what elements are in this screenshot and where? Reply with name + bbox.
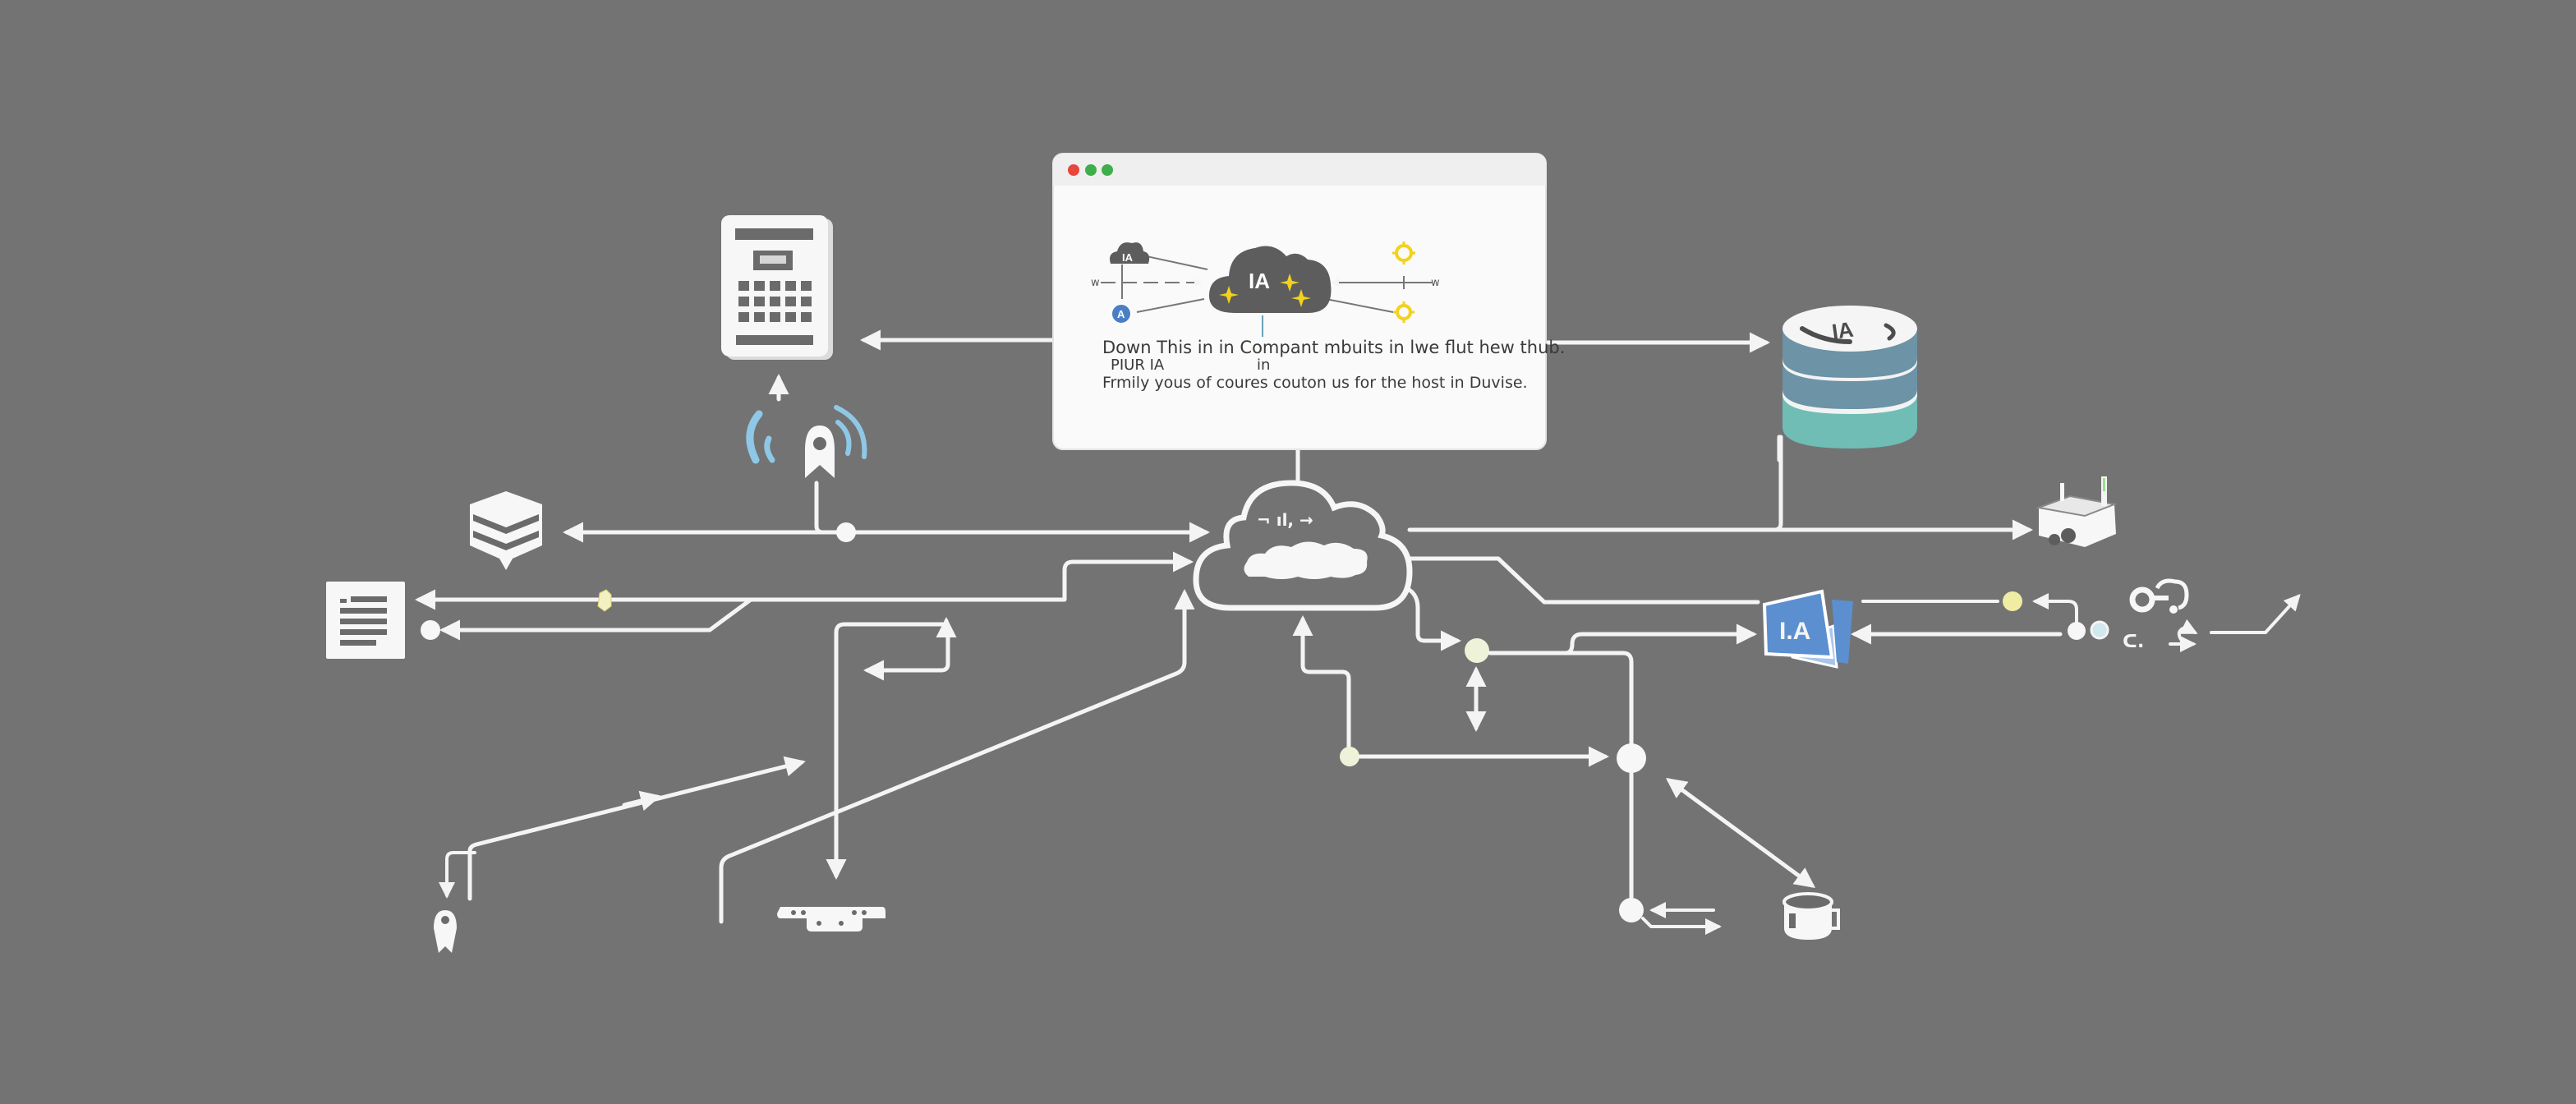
blue-node-label: A: [1117, 308, 1125, 320]
split-arrow-icon: [2169, 619, 2198, 652]
wire-long-diagonal: [467, 756, 806, 901]
junction-white-main: [1617, 743, 1646, 773]
wire-document-row1: [415, 551, 1194, 610]
wire-left-step-up: [936, 617, 957, 637]
wire-hub-to-robot: [1407, 435, 1783, 532]
hub-cloud-icon[interactable]: ¬ ıl, →: [1193, 480, 1413, 611]
traffic-light-minimize[interactable]: [1085, 164, 1097, 176]
junction-yellow: [2003, 591, 2022, 611]
document-icon[interactable]: [326, 582, 405, 659]
junction-cyan: [2090, 620, 2109, 640]
blue-node-icon: A: [1111, 303, 1132, 324]
right-edge-label: w: [1431, 277, 1440, 289]
sparkle-icon: [1219, 286, 1239, 304]
hub-inner-cloud: [1244, 541, 1368, 579]
sun-icon: [1393, 301, 1414, 323]
junction-white-right: [2068, 622, 2086, 640]
device-icon[interactable]: [2036, 476, 2118, 547]
wire-pin-down: [814, 481, 826, 535]
sparkle-icon: [1291, 289, 1311, 307]
wire-diag-mid-arrow: [622, 790, 661, 811]
wire-junction-to-stack: [1488, 623, 1757, 656]
wire-document-row2: [439, 597, 753, 641]
wire-junction-to-node: [1563, 651, 1634, 750]
bottom-right-glyph: ᑕ.: [2123, 632, 2144, 652]
container-cup-icon[interactable]: [1782, 892, 1840, 940]
wire-node-to-cup: [1665, 778, 1816, 888]
sparkle-icon: [1280, 274, 1300, 292]
wifi-signal-left: [746, 410, 763, 464]
wifi-signal-right: [835, 420, 852, 456]
wire-bottom-right-out: [1641, 917, 1722, 935]
wire-right-loop: [2032, 593, 2078, 623]
junction-pale-top: [1465, 638, 1489, 663]
junction-pale-bottom: [1340, 747, 1359, 766]
junction-dot: [836, 522, 856, 542]
left-edge-label: w: [1091, 277, 1100, 289]
ia-stack-icon[interactable]: I.A: [1762, 589, 1853, 669]
wifi-signal-right-outer: [834, 405, 867, 459]
hub-cloud-glyphs: ¬ ıl, →: [1257, 510, 1313, 530]
inner-line-sun: [1325, 298, 1394, 313]
inner-line-node: [1136, 298, 1205, 313]
traffic-light-maximize[interactable]: [1102, 164, 1113, 176]
ai-cloud-label: IA: [1249, 269, 1270, 293]
browser-text-line1: Down This in in Compant mbuits in lwe fl…: [1102, 338, 1565, 357]
database-icon[interactable]: IA: [1782, 306, 1917, 448]
small-cloud-icon: IA: [1110, 242, 1150, 264]
ia-stack-label: I.A: [1779, 618, 1810, 645]
document-junction-dot: [421, 620, 440, 640]
layers-icon[interactable]: [470, 491, 542, 570]
wire-hub-to-junction: [1405, 586, 1461, 651]
wire-left-step-arrow: [834, 622, 950, 876]
ai-cloud-icon: IA: [1209, 246, 1332, 313]
wireless-location-icon[interactable]: [746, 405, 867, 478]
connector-bar-icon[interactable]: [777, 907, 886, 932]
inner-line-cloud-top: [1146, 255, 1208, 270]
traffic-light-close[interactable]: [1068, 164, 1079, 176]
connectors: [415, 329, 2301, 935]
sun-icon: [1392, 242, 1415, 264]
junction-white-bottom: [1619, 898, 1644, 922]
key-cloud-icon[interactable]: [2129, 578, 2189, 614]
wire-diagonal-to-hub: [719, 589, 1195, 924]
location-pin: [805, 426, 835, 478]
browser-window: w w IA A IA: [1052, 153, 1565, 450]
wifi-signal-left-inner: [764, 435, 775, 463]
browser-text-line3: Frmily yous of coures couton us for the …: [1102, 374, 1528, 392]
map-pin-icon[interactable]: [434, 910, 457, 953]
browser-text-line2-center: in: [1257, 356, 1270, 374]
small-cloud-label: IA: [1122, 251, 1134, 264]
database-label: IA: [1830, 317, 1855, 344]
calculator-icon[interactable]: [721, 215, 833, 360]
wire-pin-drop: [439, 851, 476, 899]
gem-icon: [597, 589, 612, 612]
wire-lower-to-hub: [1292, 615, 1351, 752]
inner-diagram: w w IA A IA: [1091, 242, 1440, 337]
wire-far-right-rising: [2210, 594, 2301, 634]
browser-text-line2-left: PIUR IA: [1111, 356, 1165, 374]
wire-hub-to-stack: [1407, 556, 1760, 605]
